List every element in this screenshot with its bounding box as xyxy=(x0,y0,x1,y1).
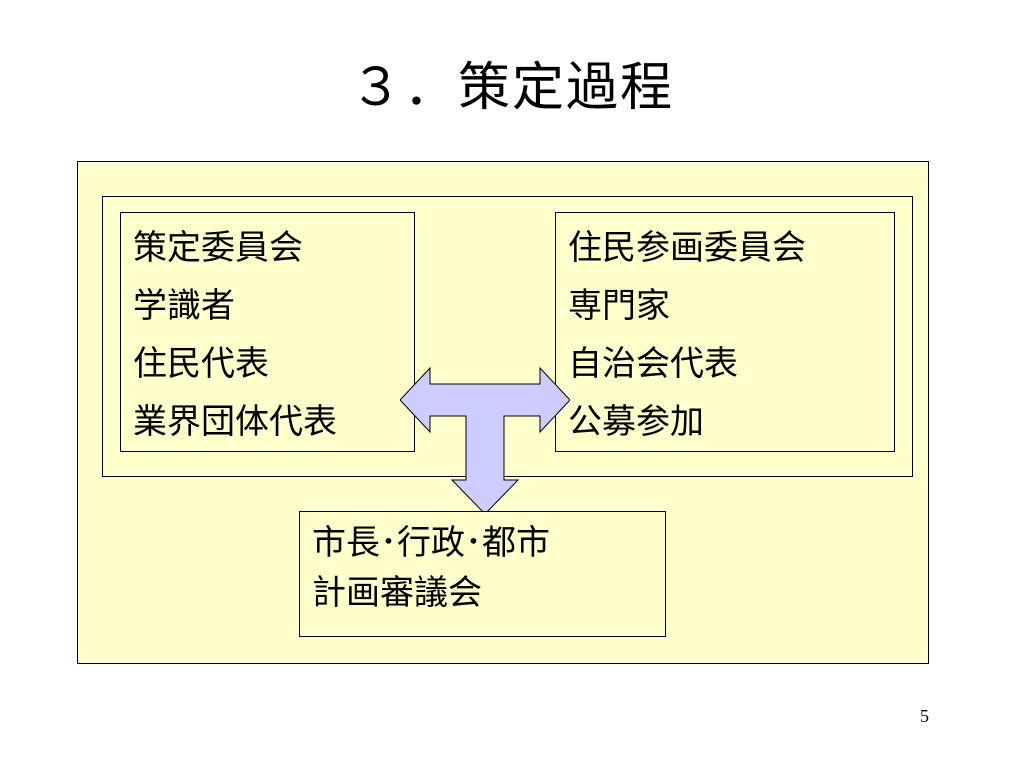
mayor-council-box: 市長･行政･都市 計画審議会 xyxy=(299,511,666,637)
resident-committee-heading: 住民参画委員会 xyxy=(568,228,806,268)
strategy-committee-box: 策定委員会 学識者 住民代表 業界団体代表 xyxy=(120,212,415,452)
resident-committee-member: 専門家 xyxy=(568,286,670,326)
slide-title: ３．策定過程 xyxy=(349,58,674,118)
three-way-arrow xyxy=(400,366,570,515)
strategy-committee-heading: 策定委員会 xyxy=(133,228,303,268)
strategy-committee-member: 業界団体代表 xyxy=(133,402,337,442)
mayor-council-line: 計画審議会 xyxy=(312,573,482,613)
resident-committee-member: 自治会代表 xyxy=(568,344,738,384)
resident-committee-member: 公募参加 xyxy=(568,402,704,442)
page-number: 5 xyxy=(920,706,929,726)
strategy-committee-member: 学識者 xyxy=(133,286,235,326)
strategy-committee-member: 住民代表 xyxy=(133,344,269,384)
mayor-council-line: 市長･行政･都市 xyxy=(312,523,550,563)
resident-committee-box: 住民参画委員会 専門家 自治会代表 公募参加 xyxy=(555,212,895,452)
